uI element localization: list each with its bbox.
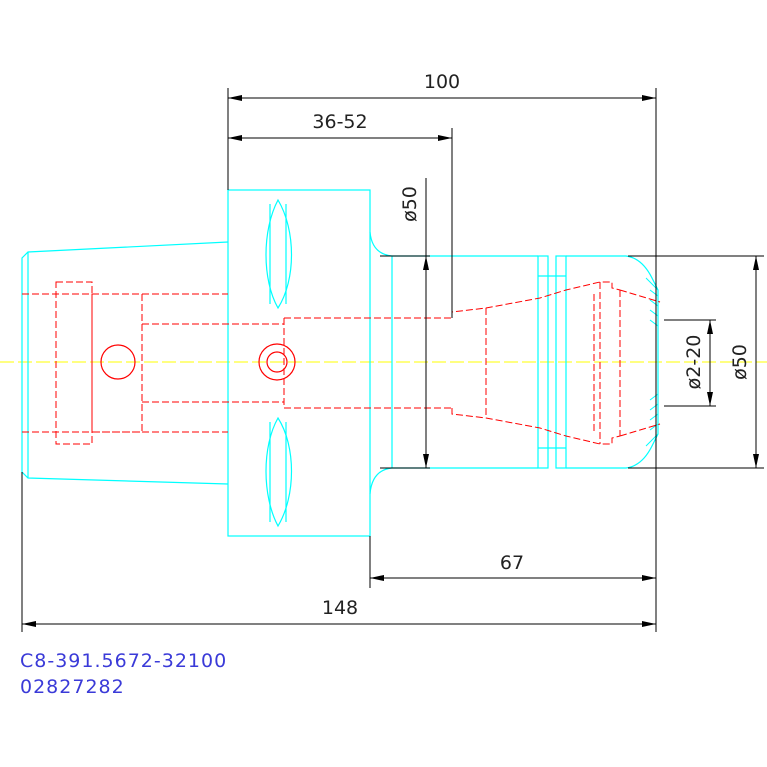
- dim-text-diameter-left: ø50: [399, 186, 421, 222]
- dimension-lines: [21, 88, 764, 632]
- part-number: C8-391.5672-32100: [20, 650, 228, 672]
- dim-text-collet-range: ø2-20: [683, 335, 705, 390]
- order-number: 02827282: [20, 676, 125, 698]
- dim-text-top-range: 36-52: [312, 111, 367, 133]
- screw-holes: [100, 343, 296, 381]
- dim-text-diameter-right: ø50: [729, 344, 751, 380]
- dim-text-nose-length: 67: [500, 552, 524, 574]
- hidden-lines: [22, 281, 661, 445]
- part-outline: [21, 189, 659, 537]
- dim-text-total-length: 148: [322, 597, 358, 619]
- dim-text-top-overall: 100: [424, 71, 460, 93]
